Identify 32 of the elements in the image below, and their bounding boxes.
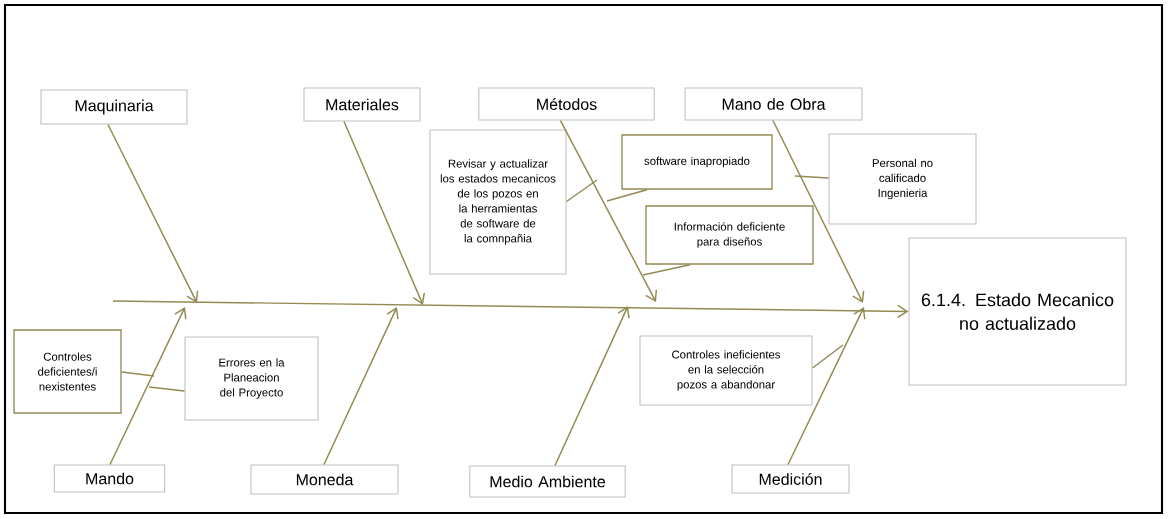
cause-box: Personal no calificado Ingenieria [828, 133, 977, 225]
arrow [343, 120, 426, 305]
category-box: Materiales [303, 87, 421, 122]
leader-line [148, 386, 186, 392]
category-box: Métodos [478, 87, 655, 121]
cause-box: Revisar y actualizar los estados mecanicos de los pozos en la herramientas de software de la comnpañia [429, 129, 567, 275]
arrow [109, 307, 187, 466]
cause-box: Errores en la Planeacion del Proyecto [184, 336, 319, 421]
cause-box: software inapropiado [621, 134, 773, 190]
cause-box: Información deficiente para diseños [645, 205, 814, 265]
leader-line [794, 175, 830, 179]
arrow [554, 306, 630, 467]
category-box: Mano de Obra [684, 87, 863, 121]
leader-line [565, 179, 598, 203]
cause-box: Controles deficientes/i nexistentes [13, 329, 122, 414]
leader-line [811, 344, 844, 369]
arrow [323, 307, 399, 466]
arrow [772, 119, 865, 303]
leader-line [120, 371, 155, 377]
effect-box: 6.1.4. Estado Mecanico no actualizado [908, 237, 1127, 386]
leader-line [606, 188, 648, 202]
category-box: Medio Ambiente [469, 465, 626, 498]
category-box: Moneda [250, 464, 399, 495]
arrow [112, 300, 909, 319]
leader-line [642, 263, 691, 276]
arrow [787, 307, 866, 466]
arrow [559, 119, 658, 302]
category-box: Mando [53, 464, 166, 493]
category-box: Medición [731, 464, 850, 494]
category-box: Maquinaria [40, 89, 188, 125]
arrow [107, 123, 199, 303]
cause-box: Controles ineficientes en la selección pozos a abandonar [639, 335, 813, 406]
